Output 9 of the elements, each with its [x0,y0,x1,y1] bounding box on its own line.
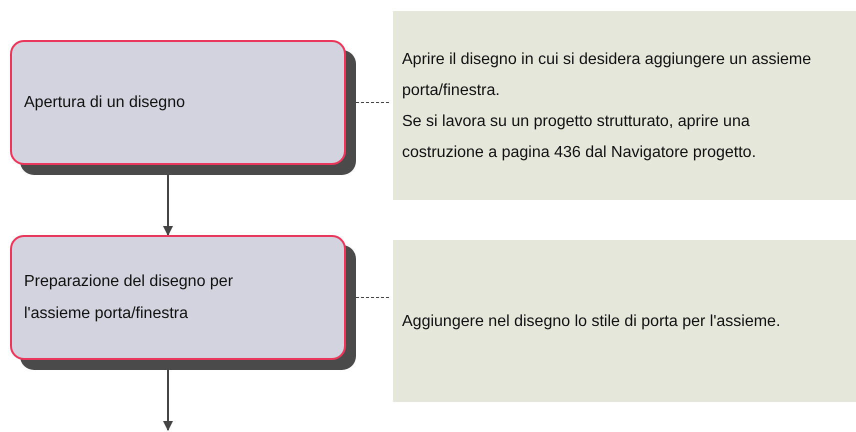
note-panel [393,11,856,200]
note-text: Aggiungere nel disegno lo stile di porta per l'assieme. [402,312,782,332]
note-text: Aprire il disegno in cui si desidera aggiungere un assieme porta/finestra. [402,50,812,100]
dashed-connector [356,297,392,298]
step-label: Preparazione del disegno per l'assieme porta/finestra [24,272,234,324]
dashed-connector [356,102,392,103]
note-text: Se si lavora su un progetto strutturato, aprire una costruzione a pagina 436 dal Navigatore progetto. [402,112,758,162]
step-label: Apertura di un disegno [24,92,186,112]
note-panel [393,240,856,402]
